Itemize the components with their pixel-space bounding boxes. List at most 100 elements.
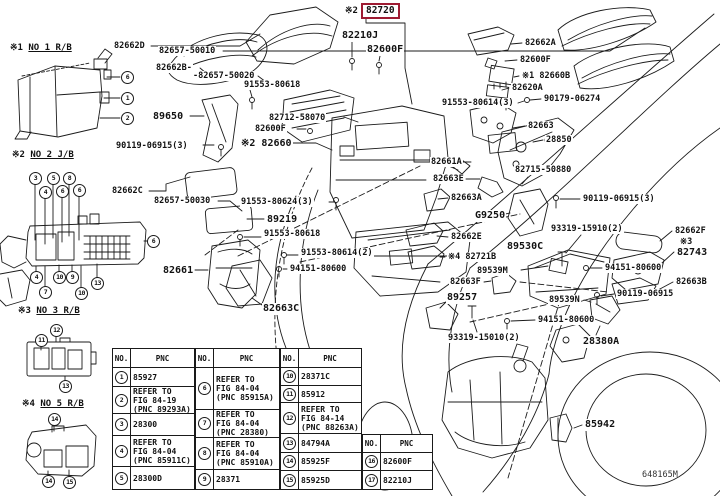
row-number-cell: 7	[196, 410, 214, 437]
part-label: 90119-06915(3)	[115, 141, 189, 151]
part-label: 82620A	[511, 83, 544, 93]
callout-number: 15	[63, 476, 76, 489]
part-label: 89219	[266, 214, 299, 226]
row-callout-number: 16	[365, 455, 378, 468]
pnc-line: (PNC 89293A)	[133, 404, 191, 414]
pnc-line: 82210J	[383, 475, 412, 485]
pnc-line: FIG 84-04	[133, 446, 177, 456]
parts-table-header-row: NO.PNC	[113, 349, 194, 367]
row-number-cell: 14	[281, 453, 299, 470]
row-number-cell: 17	[363, 471, 381, 489]
callout-number: 14	[42, 475, 55, 488]
callout-number: 4	[30, 271, 43, 284]
part-label: 82662C	[111, 186, 144, 196]
row-number-cell: 16	[363, 453, 381, 470]
row-callout-number: 8	[198, 447, 211, 460]
pnc-line: REFER TO	[216, 410, 255, 419]
col-header-pnc: PNC	[323, 353, 337, 363]
bracket-89650-sketch	[201, 94, 239, 163]
part-label: 82657-50030	[153, 196, 212, 206]
part-label: ※1 82660B	[521, 71, 572, 81]
row-pnc-cell: 85927	[131, 372, 194, 383]
section-label: ※4 NO 5 R/B	[22, 399, 84, 410]
part-label: 89257	[446, 292, 479, 304]
callout-number: 1	[121, 92, 134, 105]
part-label: 82663A	[450, 193, 483, 203]
section-label: ※1 NO 1 R/B	[10, 43, 72, 54]
part-label: 91553-80614(3)	[441, 98, 515, 108]
part-label: 28380A	[582, 336, 621, 348]
section-name: NO 5 R/B	[40, 399, 84, 409]
parts-table-header-row: NO.PNC	[363, 435, 432, 452]
part-label: 82657-50010	[158, 46, 217, 56]
pnc-line: (PNC 88263A)	[301, 422, 359, 432]
row-pnc-cell: 85925D	[299, 475, 361, 486]
callout-number: 10	[53, 271, 66, 284]
part-label: 82600F	[254, 124, 287, 134]
part-label: 82662E	[450, 232, 483, 242]
pnc-line: 28371	[216, 475, 241, 484]
row-callout-number: 12	[283, 411, 296, 425]
row-callout-number: 6	[198, 382, 211, 395]
callout-number: 8	[63, 172, 76, 185]
col-header-no: NO.	[196, 349, 214, 367]
row-number-cell: 4	[113, 436, 131, 466]
pnc-line: 85912	[301, 389, 326, 399]
pnc-line: 28300	[133, 420, 158, 429]
row-pnc-cell: 85912	[299, 389, 361, 400]
pnc-line: REFER TO	[301, 404, 340, 414]
row-callout-number: 4	[115, 444, 128, 458]
row-callout-number: 13	[283, 436, 296, 450]
callout-number: 7	[39, 286, 52, 299]
part-label: 89539N	[548, 295, 581, 305]
part-label: 82715-50880	[514, 165, 573, 175]
row-number-cell: 2	[113, 387, 131, 413]
mid-right-parts-sketch	[405, 117, 665, 363]
pnc-line: (PNC 28380)	[216, 428, 269, 437]
part-label: 89530C	[506, 241, 545, 253]
part-label: 82600F	[519, 55, 552, 65]
pnc-line: 85925D	[301, 475, 330, 485]
part-label: 82663	[527, 121, 555, 131]
row-pnc-cell: 82210J	[381, 475, 432, 486]
pnc-line: 85925F	[301, 457, 330, 466]
highlight-prefix: ※2	[345, 6, 358, 16]
section-prefix: ※3	[18, 306, 37, 316]
part-label: ※4 82721B	[447, 252, 498, 262]
row-number-cell: 11	[281, 386, 299, 402]
callout-number: 9	[66, 271, 79, 284]
callout-number: 11	[35, 334, 48, 347]
col-header-no: NO.	[281, 349, 299, 367]
row-pnc-cell: 28300D	[131, 473, 194, 484]
part-label: 90179-06274	[543, 94, 602, 104]
part-label: 90119-06915(3)	[582, 194, 656, 204]
part-label: 91553-80618	[263, 229, 322, 239]
part-label: 82663B	[675, 277, 708, 287]
pnc-line: (PNC 85915A)	[216, 393, 274, 402]
pnc-line: 82600F	[383, 457, 412, 466]
part-label: ※3	[679, 237, 694, 247]
part-label: 82661A	[430, 157, 463, 167]
pnc-line: FIG 84-04	[216, 384, 260, 393]
section-prefix: ※2	[12, 150, 31, 160]
parts-table-header-row: NO.PNC	[196, 349, 279, 367]
no1-relay-block-sketch	[14, 48, 121, 140]
part-label: 82663C	[262, 303, 301, 315]
row-callout-number: 17	[365, 473, 378, 487]
part-label: 90119-06915	[616, 289, 675, 299]
row-callout-number: 10	[283, 370, 296, 383]
callout-number: 4	[39, 186, 52, 199]
row-pnc-cell: 28371C	[299, 371, 361, 382]
pnc-line: FIG 84-14	[301, 413, 345, 423]
